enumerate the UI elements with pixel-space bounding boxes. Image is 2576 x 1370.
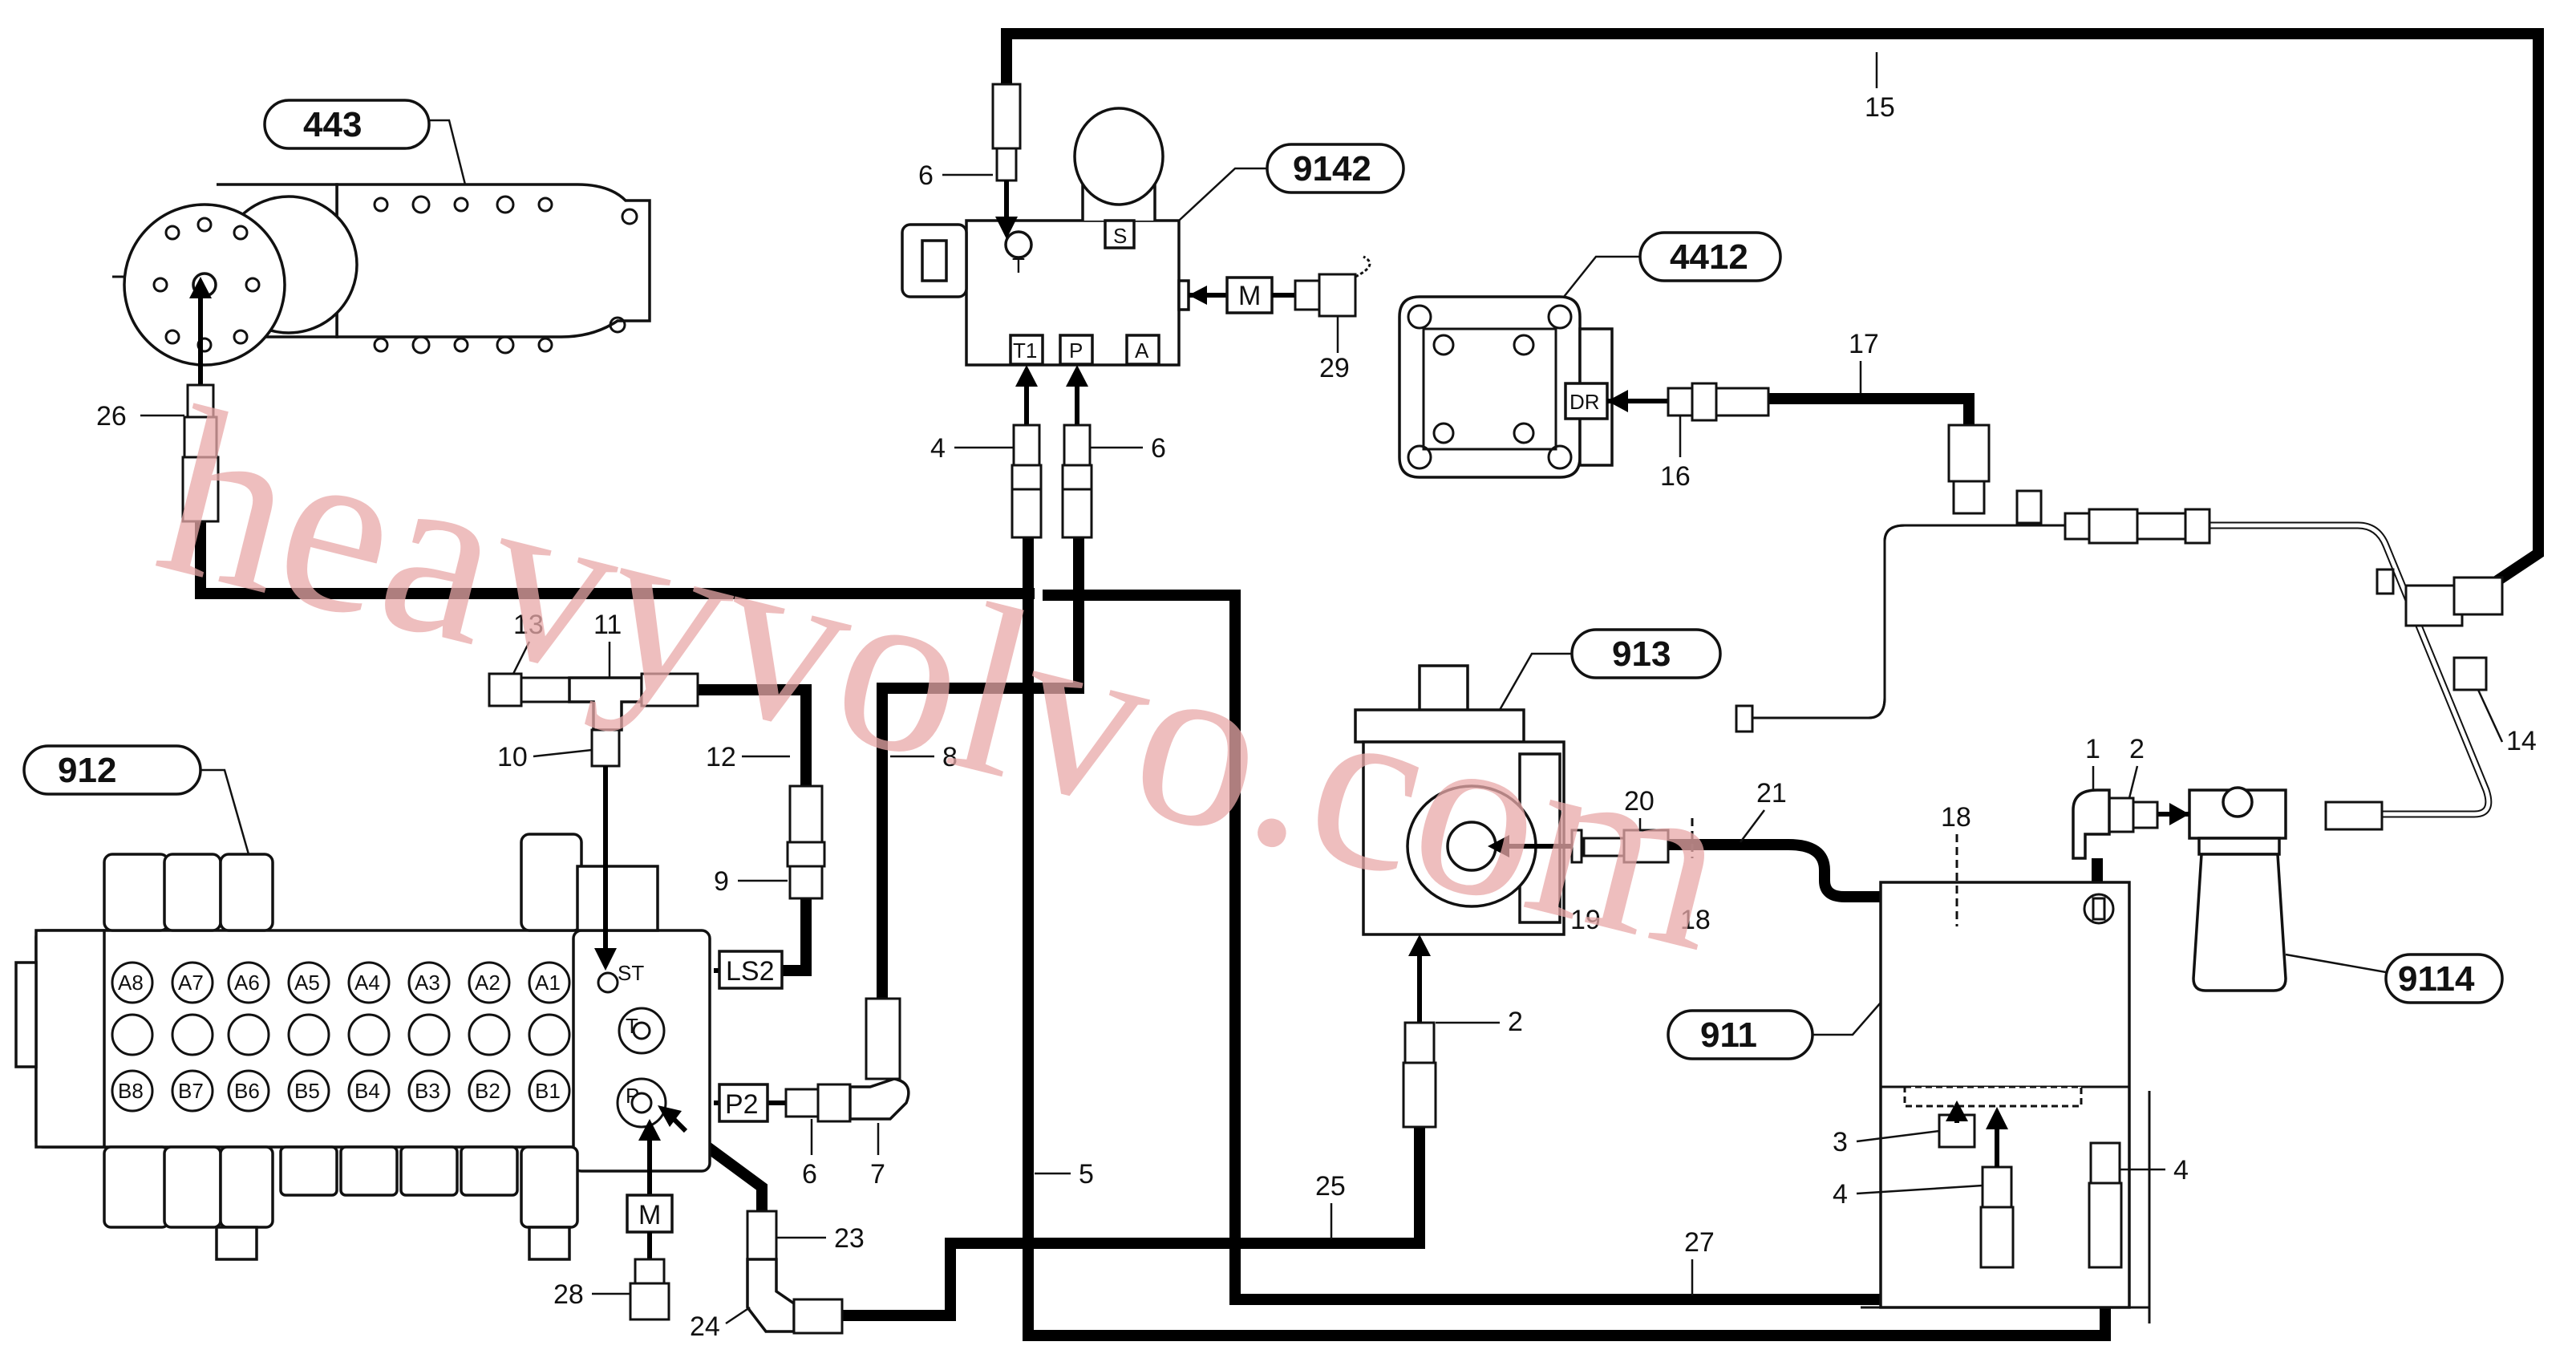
item-9: 9	[714, 866, 729, 897]
badge-911: 911	[1700, 1015, 1757, 1055]
pipe-12	[698, 684, 812, 786]
item-16: 16	[1660, 461, 1691, 492]
item-2-filter: 2	[2129, 734, 2145, 764]
port-tank-p-label: P	[626, 1084, 639, 1108]
badge-912: 912	[58, 751, 116, 790]
section-b5: B5	[294, 1079, 320, 1103]
section-a4: A4	[354, 971, 380, 995]
component-9142: S T T1 P A M	[901, 83, 1371, 539]
item-23: 23	[834, 1223, 865, 1254]
item-15: 15	[1865, 92, 1895, 123]
badge-913: 913	[1612, 634, 1671, 674]
item-14: 14	[2506, 726, 2537, 756]
item-4-valve: 4	[930, 433, 946, 464]
spool-sections	[111, 961, 571, 1113]
pipe-21	[1668, 839, 1917, 902]
pipe-5	[1023, 537, 2111, 1341]
pipe-17	[1768, 393, 1975, 425]
port-m-label: M	[1238, 281, 1261, 311]
item-29: 29	[1319, 353, 1350, 383]
port-t1-label: T1	[1013, 338, 1037, 363]
section-b3: B3	[415, 1079, 440, 1103]
pipe-25	[842, 1127, 1425, 1321]
section-b4: B4	[354, 1079, 380, 1103]
section-a8: A8	[118, 971, 144, 995]
item-5: 5	[1079, 1159, 1094, 1190]
item-20: 20	[1624, 786, 1655, 817]
port-ls2-label: LS2	[726, 956, 775, 987]
port-m2-label: M	[638, 1200, 661, 1230]
item-11: 11	[593, 610, 622, 640]
component-911	[1691, 818, 2151, 1323]
item-24: 24	[690, 1311, 720, 1342]
item-27: 27	[1684, 1227, 1715, 1258]
port-s	[1104, 219, 1136, 249]
port-st-label: ST	[618, 961, 644, 985]
pipe-26	[195, 521, 1035, 599]
item-6-top: 6	[918, 160, 934, 191]
item-2-pump: 2	[1508, 1007, 1523, 1037]
item-6-p2: 6	[802, 1159, 817, 1190]
port-p-label: P	[1069, 338, 1083, 363]
component-443	[112, 183, 651, 523]
section-a5: A5	[294, 971, 320, 995]
item-4-tank: 4	[1833, 1179, 1848, 1210]
section-b7: B7	[178, 1079, 204, 1103]
component-4412: DR	[1398, 295, 1770, 479]
item-18-pump: 18	[1680, 905, 1711, 935]
badge-4412: 4412	[1670, 237, 1748, 277]
item-26: 26	[96, 401, 127, 432]
section-a6: A6	[234, 971, 260, 995]
thin-pipe-network	[1735, 424, 2504, 831]
badge-9114: 9114	[2398, 959, 2475, 999]
section-a1: A1	[535, 971, 561, 995]
item-10: 10	[497, 742, 528, 772]
section-b1: B1	[535, 1079, 561, 1103]
assembly-badges: 443 9142 4412 913 912 911 9114	[22, 99, 2504, 1060]
item-4-right: 4	[2173, 1155, 2189, 1186]
item-13: 13	[513, 610, 544, 640]
item-18-tank: 18	[1941, 802, 1971, 833]
port-tank-t-label: T	[626, 1014, 638, 1038]
port-s-label: S	[1113, 224, 1127, 248]
item-6-valve: 6	[1151, 433, 1166, 464]
section-b6: B6	[234, 1079, 260, 1103]
pipe-15	[1001, 28, 2544, 614]
item-28: 28	[553, 1279, 584, 1310]
item-3: 3	[1833, 1127, 1848, 1157]
section-b2: B2	[475, 1079, 500, 1103]
pipe-8	[877, 537, 1084, 999]
item-21: 21	[1756, 778, 1787, 809]
item-labels: 15 6 29 4 6 26 17 16 14 13 11 10 12 8 9 …	[96, 52, 2537, 1342]
badge-9142: 9142	[1293, 149, 1371, 188]
port-p2-label: P2	[725, 1089, 759, 1120]
badge-443: 443	[303, 105, 362, 144]
component-9114	[2072, 786, 2287, 992]
port-dr-label: DR	[1569, 390, 1600, 414]
port-a-label: A	[1135, 338, 1149, 363]
item-7: 7	[870, 1159, 885, 1190]
component-912: A8 A7 A6 A5 A4 A3 A2 A1 B8 B7 B6 B5 B4 B…	[14, 672, 910, 1335]
section-a2: A2	[475, 971, 500, 995]
section-a7: A7	[178, 971, 204, 995]
section-b8: B8	[118, 1079, 144, 1103]
item-1: 1	[2085, 734, 2100, 764]
section-a3: A3	[415, 971, 440, 995]
component-913	[1354, 664, 1670, 1129]
item-25: 25	[1315, 1171, 1346, 1202]
item-8: 8	[942, 742, 958, 772]
item-17: 17	[1849, 329, 1879, 359]
item-19: 19	[1570, 905, 1601, 935]
port-t-label: T	[1012, 253, 1025, 278]
item-12: 12	[706, 742, 736, 772]
